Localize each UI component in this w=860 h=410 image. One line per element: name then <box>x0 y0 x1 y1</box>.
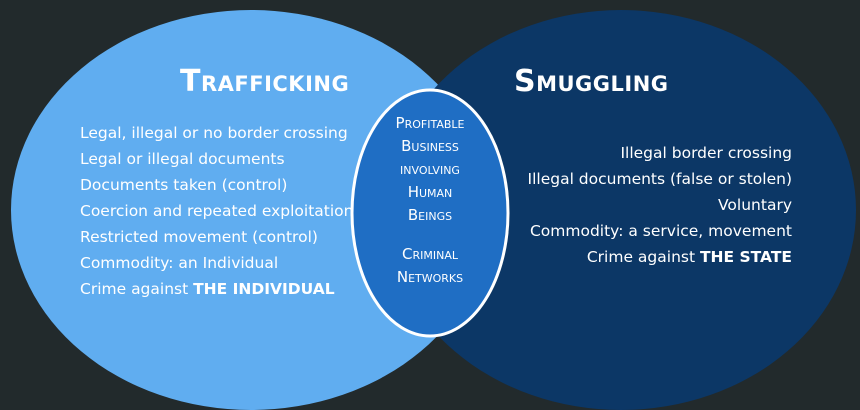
overlap-line: involving <box>400 160 460 178</box>
trafficking-item: Legal or illegal documents <box>80 150 285 168</box>
trafficking-circle <box>11 10 491 410</box>
smuggling-item: Voluntary <box>718 196 792 214</box>
smuggling-crime-item: Crime against THE STATE <box>528 244 792 270</box>
smuggling-item: Illegal border crossing <box>620 144 792 162</box>
smuggling-title: Smuggling <box>514 64 669 99</box>
trafficking-item: Coercion and repeated exploitation <box>80 202 354 220</box>
overlap-line: Business <box>401 137 459 155</box>
overlap-line: Networks <box>396 268 464 286</box>
trafficking-item: Documents taken (control) <box>80 176 288 194</box>
trafficking-crime-target: THE INDIVIDUAL <box>193 280 335 298</box>
trafficking-list: Legal, illegal or no border crossing Leg… <box>80 120 353 302</box>
overlap-ellipse <box>350 88 510 338</box>
overlap-line: Beings <box>407 206 453 224</box>
smuggling-item: Commodity: a service, movement <box>529 222 792 240</box>
smuggling-circle <box>386 10 856 410</box>
trafficking-crime-prefix: Crime against <box>80 280 194 298</box>
trafficking-item: Restricted movement (control) <box>80 228 318 246</box>
smuggling-item: Illegal documents (false or stolen) <box>527 170 792 188</box>
trafficking-title: Trafficking <box>180 64 350 99</box>
overlap-line: Profitable <box>395 114 465 132</box>
trafficking-crime-item: Crime against THE INDIVIDUAL <box>80 276 353 302</box>
smuggling-crime-prefix: Crime against <box>586 248 700 266</box>
overlap-line: Human <box>407 183 453 201</box>
smuggling-crime-target: THE STATE <box>699 248 792 266</box>
smuggling-list: Illegal border crossing Illegal document… <box>528 140 792 270</box>
overlap-line: Criminal <box>402 245 458 263</box>
trafficking-item: Commodity: an Individual <box>80 254 279 272</box>
trafficking-item: Legal, illegal or no border crossing <box>80 124 348 142</box>
overlap-text: Profitable Business involving Human Bein… <box>374 112 486 289</box>
